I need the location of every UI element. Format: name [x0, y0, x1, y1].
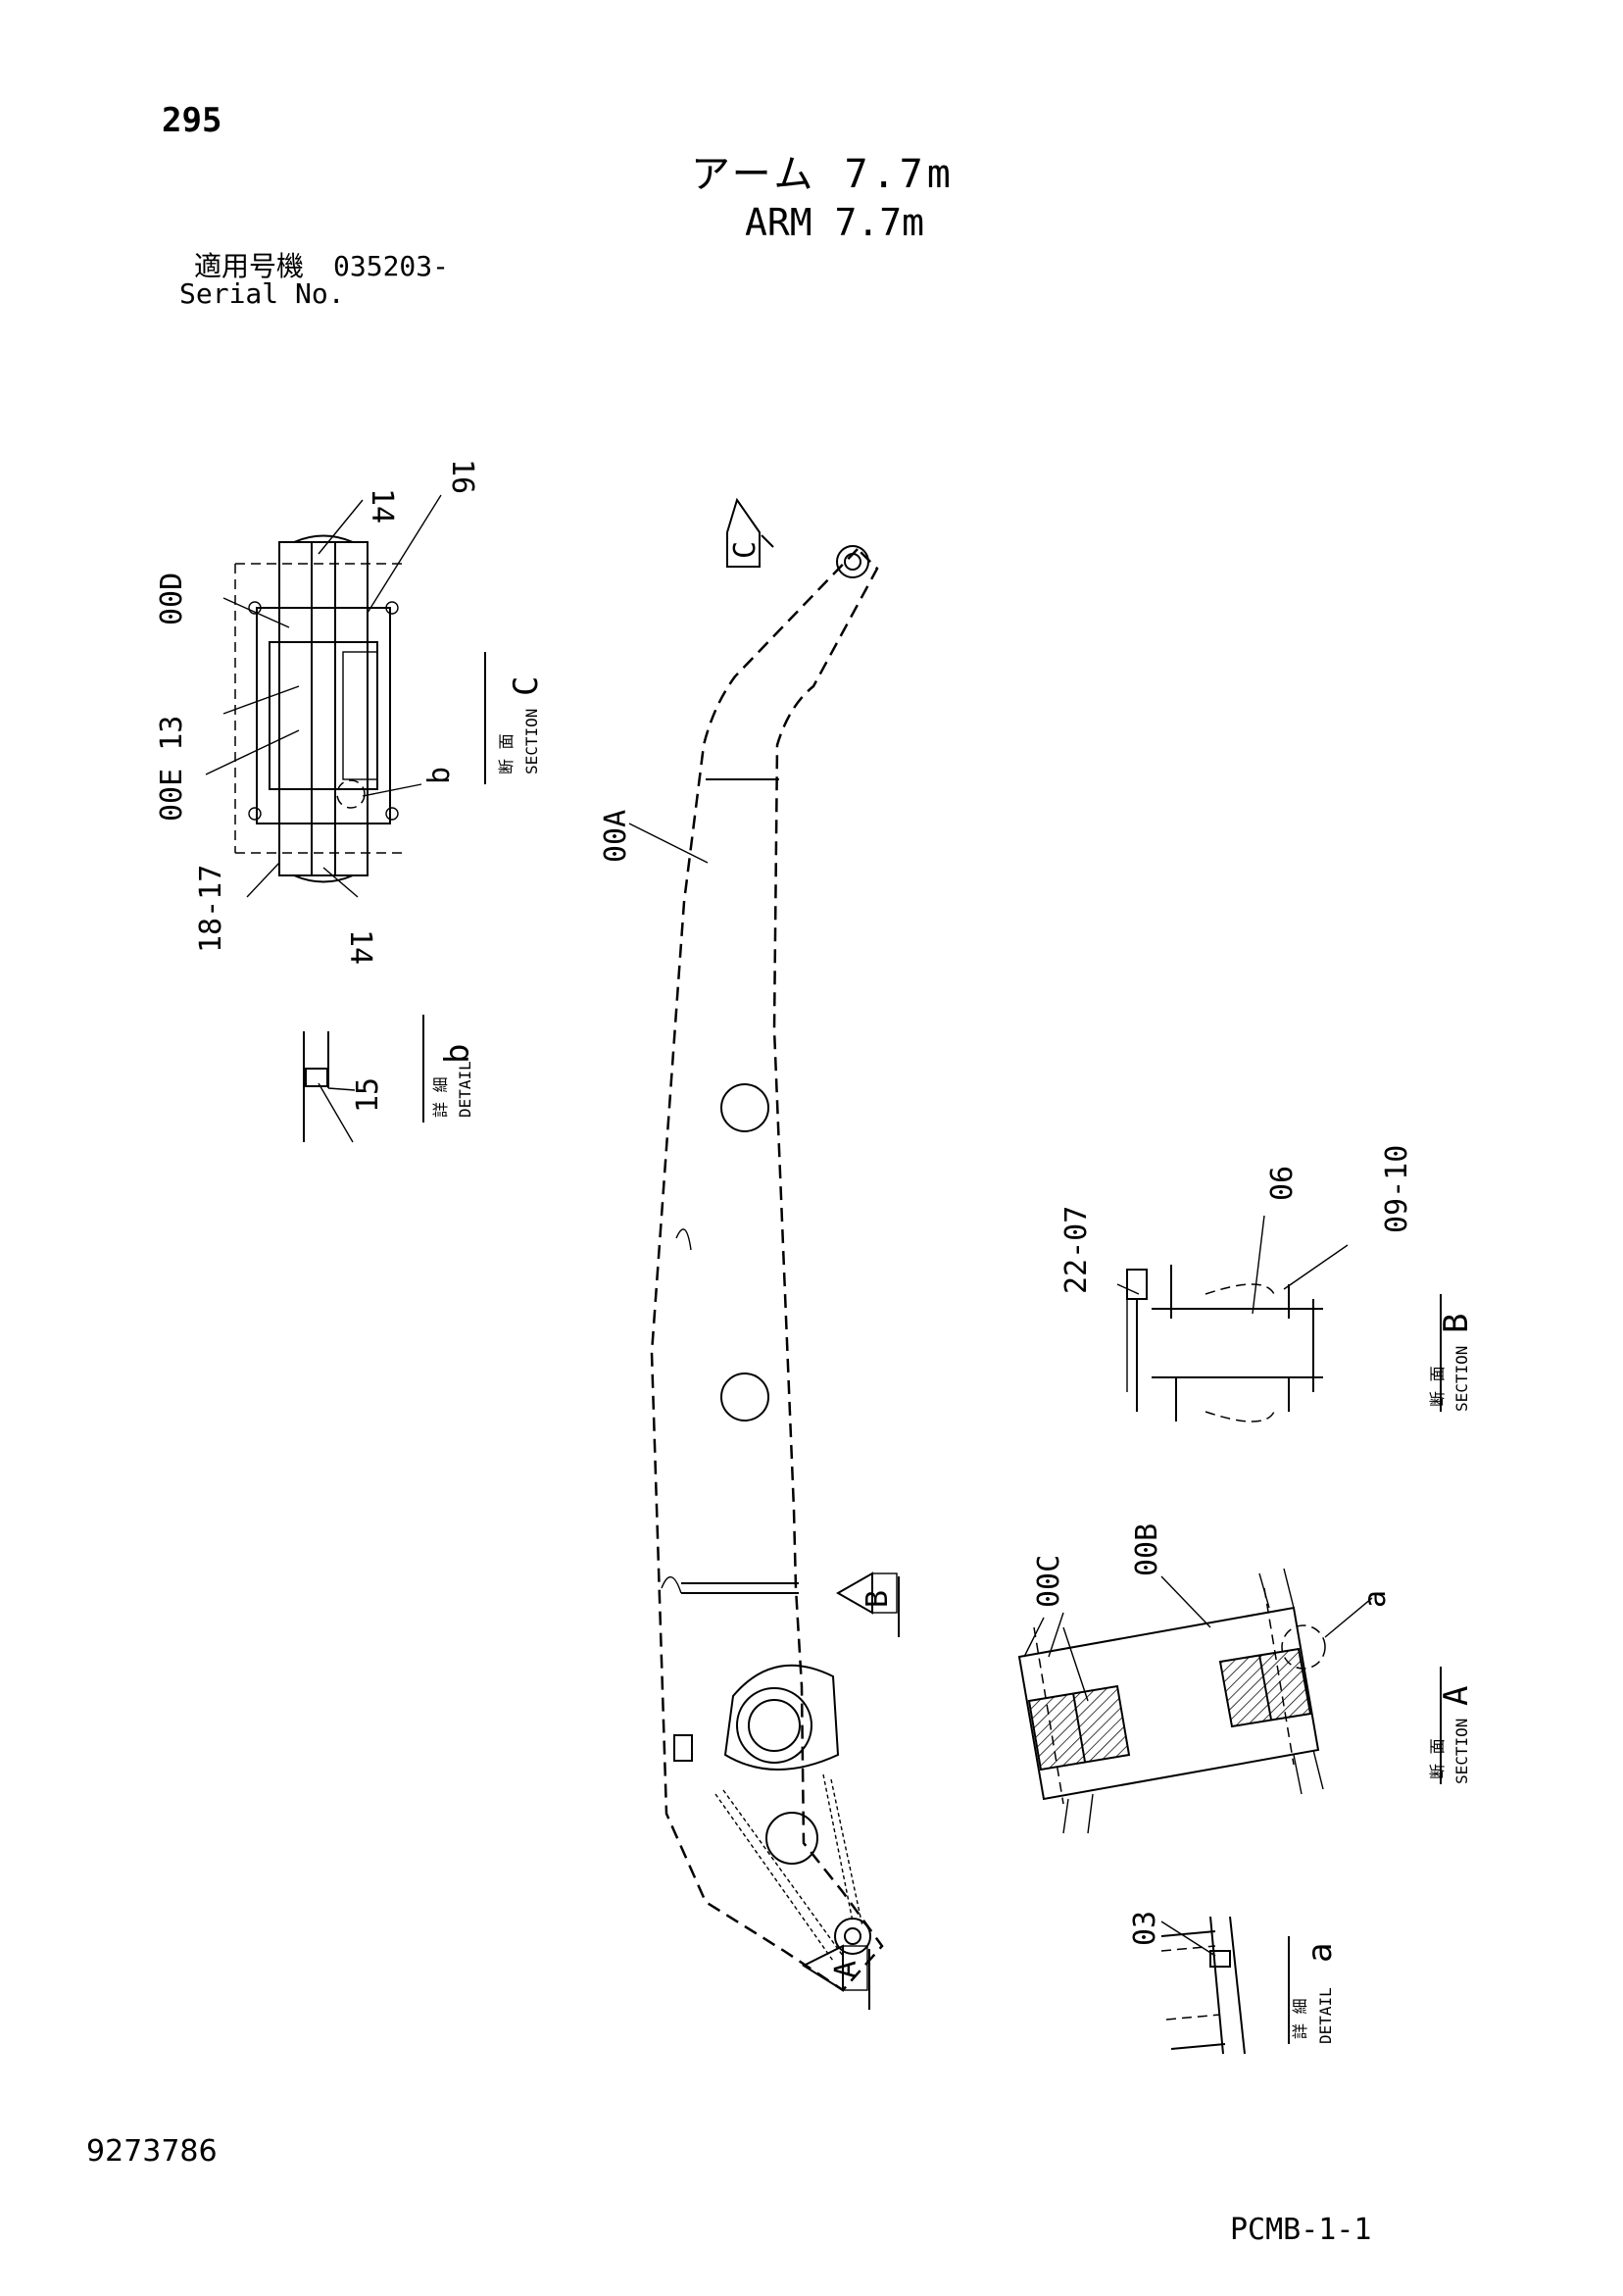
- svg-text:断 面: 断 面: [1428, 1366, 1447, 1407]
- leader-00a: [628, 823, 709, 864]
- detail-b-view: [303, 1031, 356, 1143]
- svg-text:SECTION: SECTION: [1452, 1719, 1471, 1784]
- section-c-view: [234, 534, 402, 883]
- leader-00c: [1062, 1626, 1089, 1702]
- detail-a-label: 詳 細 DETAIL a: [1288, 1936, 1340, 2044]
- detail-a-view: [1160, 1916, 1246, 2055]
- serial-label-japanese: 適用号機: [194, 250, 305, 282]
- section-c-label: 断 面 SECTION C: [484, 652, 546, 784]
- svg-text:A: A: [829, 1961, 863, 1978]
- callout-00c: 00C: [1032, 1555, 1066, 1608]
- callout-14-top: 14: [365, 488, 399, 524]
- callout-14-bottom: 14: [343, 929, 377, 965]
- section-arrow-c: C: [726, 497, 774, 568]
- svg-text:詳 細: 詳 細: [1291, 1998, 1309, 2039]
- callout-00b: 00B: [1130, 1523, 1164, 1576]
- title-japanese: アーム 7.7m: [691, 152, 955, 197]
- callout-15: 15: [351, 1077, 385, 1113]
- callout-06: 06: [1265, 1166, 1300, 1201]
- callout-00a: 00A: [599, 810, 633, 863]
- section-arrow-a: A: [801, 1944, 870, 2010]
- leader-03: [1160, 1921, 1216, 1957]
- svg-text:詳 細: 詳 細: [431, 1076, 450, 1118]
- sheet-code: PCMB-1-1: [1230, 2213, 1372, 2247]
- serial-value: 035203-: [333, 250, 450, 282]
- svg-text:C: C: [507, 676, 546, 696]
- title-english: ARM 7.7m: [745, 201, 925, 244]
- serial-label-english: Serial No.: [179, 277, 345, 310]
- svg-text:SECTION: SECTION: [522, 709, 541, 774]
- callout-03: 03: [1128, 1911, 1162, 1946]
- callout-a: a: [1358, 1590, 1393, 1608]
- callout-b: b: [422, 767, 457, 784]
- svg-text:a: a: [1301, 1943, 1340, 1963]
- svg-text:DETAIL: DETAIL: [456, 1061, 474, 1118]
- leader-00b: [1160, 1575, 1211, 1628]
- callout-18-17: 18-17: [194, 865, 228, 953]
- leader-22-07: [1116, 1283, 1140, 1295]
- svg-text:B: B: [861, 1590, 895, 1608]
- svg-text:断 面: 断 面: [1428, 1738, 1447, 1779]
- svg-text:C: C: [728, 541, 762, 559]
- callout-22-07: 22-07: [1059, 1206, 1094, 1294]
- section-a-label: 断 面 SECTION A: [1428, 1667, 1476, 1784]
- leader-a: [1324, 1597, 1373, 1638]
- document-number: 9273786: [86, 2134, 218, 2169]
- section-b-label: 断 面 SECTION B: [1428, 1294, 1476, 1412]
- section-b-view: [1126, 1265, 1323, 1423]
- callout-00d: 00D: [155, 573, 189, 625]
- svg-text:DETAIL: DETAIL: [1316, 1987, 1335, 2044]
- svg-text:b: b: [438, 1044, 477, 1064]
- svg-text:断 面: 断 面: [497, 733, 516, 774]
- section-c-leaders: [205, 494, 442, 898]
- detail-b-label: 詳 細 DETAIL b: [422, 1015, 477, 1123]
- callout-16: 16: [445, 459, 479, 494]
- svg-text:SECTION: SECTION: [1452, 1346, 1471, 1412]
- section-arrow-b: B: [835, 1572, 900, 1637]
- leader-09-10: [1283, 1244, 1349, 1290]
- leader-06: [1252, 1215, 1265, 1315]
- section-a-view: [1017, 1568, 1326, 1834]
- svg-text:A: A: [1437, 1686, 1476, 1706]
- page-number: 295: [162, 101, 222, 140]
- arm-outline: [650, 545, 884, 1992]
- svg-text:B: B: [1437, 1314, 1476, 1333]
- callout-00e-13: 00E 13: [155, 716, 189, 822]
- callout-09-10: 09-10: [1380, 1145, 1414, 1233]
